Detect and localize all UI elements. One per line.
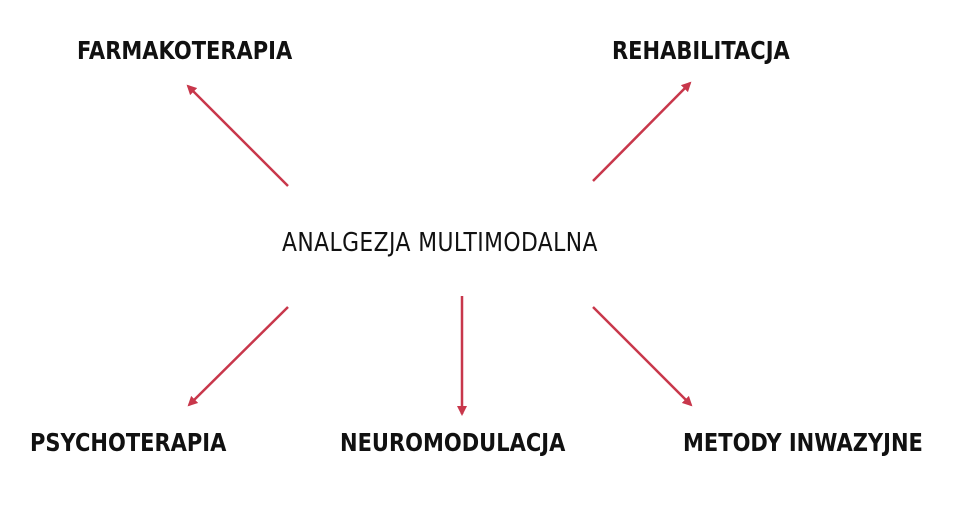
node-neuromodulacja: NEUROMODULACJA [340, 428, 566, 457]
node-farmakoterapia: FARMAKOTERAPIA [77, 36, 293, 65]
arrow-to-rehabilitacja [592, 81, 692, 182]
node-rehabilitacja: REHABILITACJA [612, 36, 790, 65]
node-psychoterapia: PSYCHOTERAPIA [30, 428, 227, 457]
node-center-analgezja: ANALGEZJA MULTIMODALNA [282, 228, 598, 258]
node-metody-inwazyjne: METODY INWAZYJNE [683, 428, 923, 457]
arrow-to-psychoterapia [187, 306, 289, 407]
arrow-to-metody-inwazyjne [592, 306, 693, 407]
arrow-to-farmakoterapia [186, 84, 289, 187]
